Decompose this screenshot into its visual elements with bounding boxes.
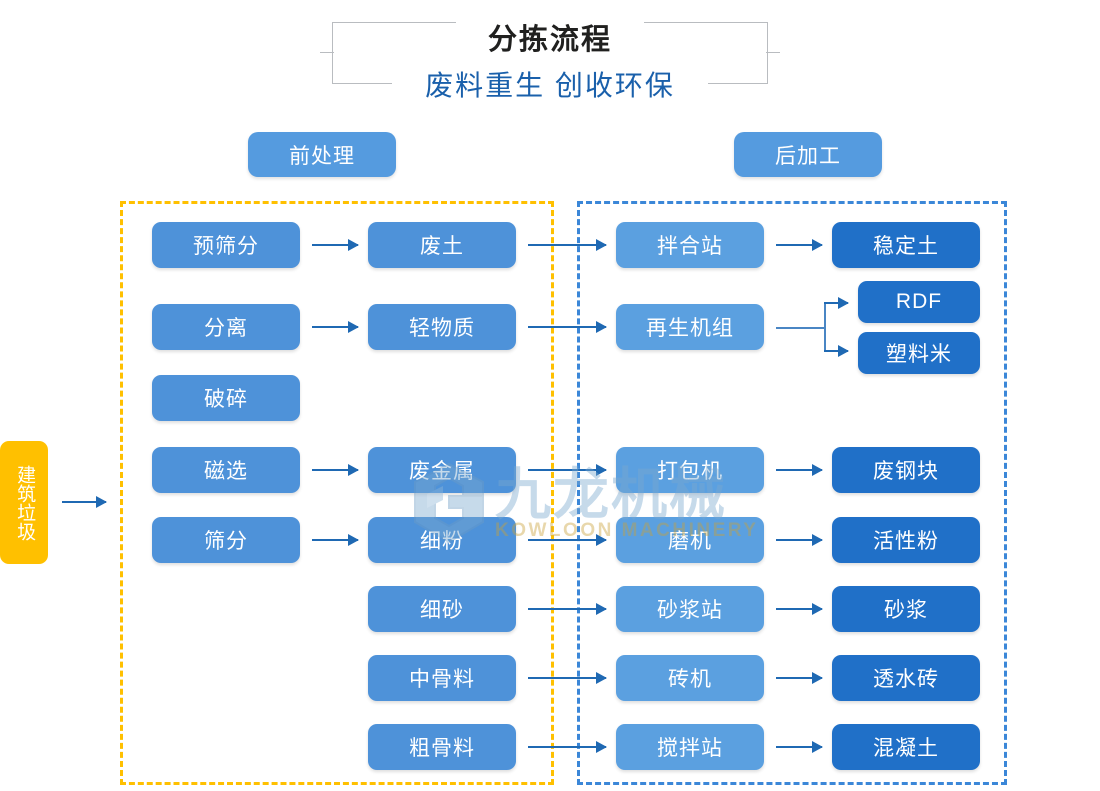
arrow-c2-rdf xyxy=(824,297,849,309)
arrow-b7-c7 xyxy=(528,672,607,684)
node-medium-aggregate[interactable]: 中骨料 xyxy=(368,655,516,701)
node-rdf[interactable]: RDF xyxy=(858,281,980,323)
node-screening[interactable]: 筛分 xyxy=(152,517,300,563)
arrow-a4-b4 xyxy=(312,464,359,476)
arrow-c5-d5 xyxy=(776,534,823,546)
arrow-c8-d8 xyxy=(776,741,823,753)
node-scrap-metal[interactable]: 废金属 xyxy=(368,447,516,493)
node-concrete-station[interactable]: 搅拌站 xyxy=(616,724,764,770)
node-light-material[interactable]: 轻物质 xyxy=(368,304,516,350)
node-mixing-station[interactable]: 拌合站 xyxy=(616,222,764,268)
node-baler[interactable]: 打包机 xyxy=(616,447,764,493)
arrow-b4-c4 xyxy=(528,464,607,476)
node-magnetic-separation[interactable]: 磁选 xyxy=(152,447,300,493)
node-coarse-aggregate[interactable]: 粗骨料 xyxy=(368,724,516,770)
node-crushing[interactable]: 破碎 xyxy=(152,375,300,421)
arrow-c6-d6 xyxy=(776,603,823,615)
node-brick-machine[interactable]: 砖机 xyxy=(616,655,764,701)
node-pre-screening[interactable]: 预筛分 xyxy=(152,222,300,268)
section-header-pre-processing[interactable]: 前处理 xyxy=(248,132,396,177)
arrow-a1-b1 xyxy=(312,239,359,251)
arrow-b1-c1 xyxy=(528,239,607,251)
fork-stem-c2 xyxy=(776,327,826,329)
page-subtitle: 废料重生 创收环保 xyxy=(425,70,675,101)
arrow-b8-c8 xyxy=(528,741,607,753)
node-plastic-pellet[interactable]: 塑料米 xyxy=(858,332,980,374)
arrow-b5-c5 xyxy=(528,534,607,546)
page-title: 分拣流程 xyxy=(487,24,612,56)
node-permeable-brick[interactable]: 透水砖 xyxy=(832,655,980,701)
input-node-label: 建筑垃圾 xyxy=(14,464,36,541)
group-box-post-processing xyxy=(577,201,1007,785)
fork-riser-c2 xyxy=(824,303,826,352)
arrow-b6-c6 xyxy=(528,603,607,615)
arrow-c7-d7 xyxy=(776,672,823,684)
node-scrap-steel-block[interactable]: 废钢块 xyxy=(832,447,980,493)
arrow-c1-d1 xyxy=(776,239,823,251)
node-grinder[interactable]: 磨机 xyxy=(616,517,764,563)
title-sub-backdrop xyxy=(392,66,708,102)
arrow-a5-b5 xyxy=(312,534,359,546)
title-tick-left xyxy=(320,52,334,53)
node-active-powder[interactable]: 活性粉 xyxy=(832,517,980,563)
node-stabilized-soil[interactable]: 稳定土 xyxy=(832,222,980,268)
arrow-c4-d4 xyxy=(776,464,823,476)
title-main-backdrop xyxy=(456,18,644,58)
node-mortar-station[interactable]: 砂浆站 xyxy=(616,586,764,632)
section-header-post-processing[interactable]: 后加工 xyxy=(734,132,882,177)
arrow-input-to-pre xyxy=(62,496,107,508)
group-box-pre-processing xyxy=(120,201,554,785)
arrow-a2-b2 xyxy=(312,321,359,333)
node-separation[interactable]: 分离 xyxy=(152,304,300,350)
input-node-construction-waste[interactable]: 建筑垃圾 xyxy=(0,441,48,564)
title-tick-right xyxy=(766,52,780,53)
node-recycling-unit[interactable]: 再生机组 xyxy=(616,304,764,350)
arrow-c2-plastic xyxy=(824,345,849,357)
node-waste-soil[interactable]: 废土 xyxy=(368,222,516,268)
node-mortar[interactable]: 砂浆 xyxy=(832,586,980,632)
node-fine-powder[interactable]: 细粉 xyxy=(368,517,516,563)
node-concrete[interactable]: 混凝土 xyxy=(832,724,980,770)
node-fine-sand[interactable]: 细砂 xyxy=(368,586,516,632)
arrow-b2-c2 xyxy=(528,321,607,333)
